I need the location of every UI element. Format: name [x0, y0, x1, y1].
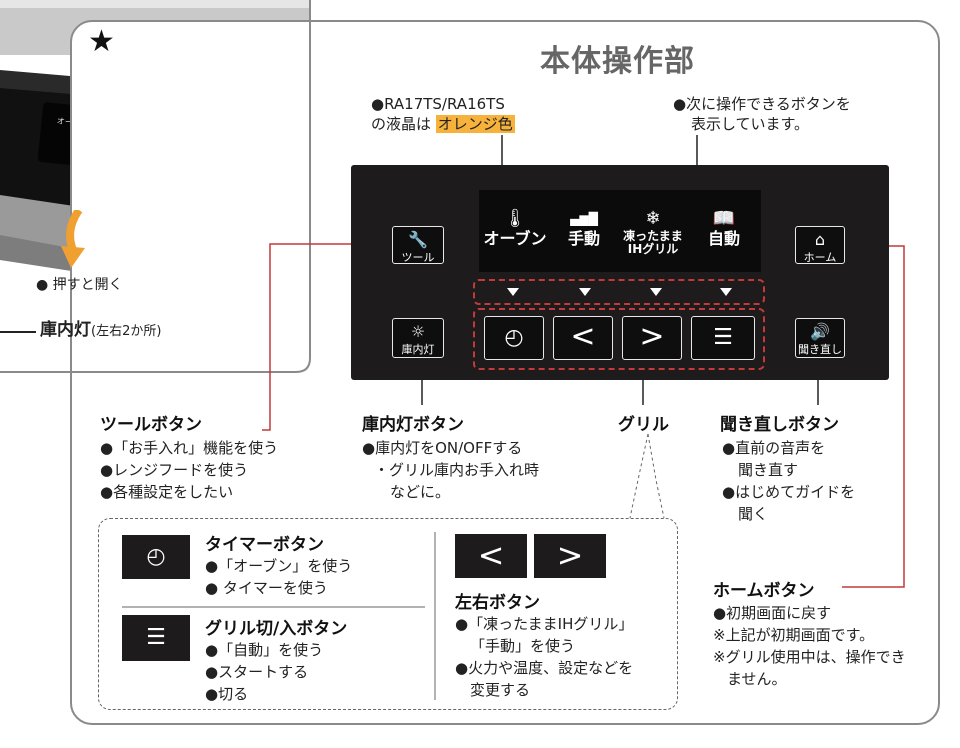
- next-buttons-note-line1: ●次に操作できるボタンを: [673, 95, 851, 113]
- timer-section-title: タイマーボタン: [205, 535, 324, 555]
- lcd-item-frozen-label: 凍ったまま IHグリル: [623, 229, 683, 256]
- timer-tile: ◴: [122, 535, 190, 579]
- home-button[interactable]: ⌂ ホーム: [795, 226, 845, 264]
- next-buttons-note-line2: 表示しています。: [691, 115, 810, 133]
- grill-onoff-item-1: ●「自動」を使う: [205, 641, 324, 659]
- speaker-icon: 🔊: [810, 322, 830, 341]
- grill-onoff-item-3: ●切る: [205, 685, 249, 703]
- tool-item-1: ●「お手入れ」機能を使う: [100, 439, 279, 457]
- indicator-highlight: [473, 279, 765, 305]
- tool-button[interactable]: 🔧 ツール: [392, 226, 444, 264]
- wrench-icon: 🔧: [408, 230, 428, 249]
- lcd-item-manual-label: 手動: [567, 229, 600, 248]
- lamp-item-3: などに。: [390, 483, 451, 501]
- home-button-label: ホーム: [803, 251, 837, 264]
- lamp-label-sub: (左右2か所): [91, 324, 162, 339]
- grill-onoff-item-2: ●スタートする: [205, 663, 309, 681]
- next-buttons-note: ●次に操作できるボタンを 表示しています。: [673, 94, 851, 134]
- grill-onoff-button[interactable]: ☰: [691, 316, 755, 360]
- repeat-item-3: ●はじめてガイドを: [722, 483, 856, 501]
- book-icon: 📖: [712, 208, 736, 229]
- tool-item-3: ●各種設定をしたい: [100, 483, 234, 501]
- lcd-display: [479, 190, 761, 272]
- push-open-label: ● 押すと開く: [36, 277, 123, 293]
- tool-section-title: ツールボタン: [100, 415, 202, 435]
- leftright-item-1: ●「凍ったままIHグリル」: [455, 615, 634, 633]
- repeat-item-4: 聞く: [738, 505, 769, 523]
- lcd-color-note-line1: ●RA17TS/RA16TS: [371, 95, 505, 113]
- home-item-1: ●初期画面に戻す: [713, 604, 832, 622]
- indicator-arrow-4: [720, 288, 732, 296]
- lamp-item-2: ・グリル庫内お手入れ時: [374, 461, 540, 479]
- leftright-item-2: 「手動」を使う: [470, 637, 576, 655]
- leftright-item-4: 変更する: [470, 681, 531, 699]
- indicator-arrow-1: [507, 288, 519, 296]
- repeat-button-label: 聞き直し: [798, 343, 842, 356]
- lcd-item-oven: 🌡 オーブン: [482, 208, 548, 248]
- grill-buttons-highlight: [473, 308, 765, 370]
- home-section-title: ホームボタン: [713, 581, 815, 601]
- lamp-label: 庫内灯(左右2か所): [40, 320, 161, 342]
- lcd-item-manual: ▄▆█ 手動: [558, 208, 610, 248]
- repeat-item-2: 聞き直す: [738, 461, 799, 479]
- open-arrow-icon: [61, 210, 85, 268]
- grill-onoff-section-title: グリル切/入ボタン: [205, 619, 348, 639]
- lamp-button[interactable]: ☼ 庫内灯: [392, 318, 444, 358]
- grill-detail-box: [98, 518, 678, 710]
- snowflake-icon: ❄: [645, 208, 661, 229]
- right-button[interactable]: >: [622, 316, 682, 360]
- lcd-item-auto: 📖 自動: [698, 208, 750, 248]
- lamp-leader-line: [0, 331, 36, 333]
- timer-item-2: ● タイマーを使う: [205, 579, 328, 597]
- lamp-button-label: 庫内灯: [401, 343, 435, 356]
- leftright-section-title: 左右ボタン: [455, 593, 540, 613]
- indicator-arrow-2: [579, 288, 591, 296]
- lcd-color-note-pre: の液晶は: [371, 115, 432, 133]
- lcd-item-auto-label: 自動: [707, 229, 740, 248]
- repeat-item-1: ●直前の音声を: [722, 439, 826, 457]
- left-button[interactable]: <: [553, 316, 613, 360]
- grill-onoff-tile: ☰: [122, 615, 190, 661]
- lcd-color-note: ●RA17TS/RA16TS の液晶は オレンジ色: [371, 94, 515, 134]
- tool-button-label: ツール: [401, 251, 435, 264]
- lamp-section-title: 庫内灯ボタン: [362, 415, 464, 435]
- tool-item-2: ●レンジフードを使う: [100, 461, 249, 479]
- home-item-4: ません。: [727, 670, 787, 688]
- home-item-2: ※上記が初期画面です。: [713, 626, 875, 644]
- lamp-label-text: 庫内灯: [40, 320, 91, 340]
- timer-item-1: ●「オーブン」を使う: [205, 557, 353, 575]
- home-icon: ⌂: [814, 230, 826, 249]
- left-tile: <: [455, 534, 527, 578]
- bulb-icon: ☼: [410, 322, 426, 341]
- lcd-item-frozen: ❄ 凍ったまま IHグリル: [616, 208, 690, 256]
- leftright-item-3: ●火力や温度、設定などを: [455, 659, 634, 677]
- photo-overlap: [0, 0, 311, 373]
- timer-button[interactable]: ◴: [484, 316, 544, 360]
- level-bars-icon: ▄▆█: [570, 212, 598, 226]
- lamp-item-1: ●庫内灯をON/OFFする: [362, 439, 523, 457]
- star-icon: ★: [88, 24, 115, 59]
- thermometer-icon: 🌡: [503, 208, 527, 229]
- lcd-item-oven-label: オーブン: [483, 229, 547, 248]
- lcd-color-highlight: オレンジ色: [435, 115, 515, 133]
- repeat-button[interactable]: 🔊 聞き直し: [795, 318, 845, 358]
- right-tile: >: [534, 534, 606, 578]
- grill-section-title: グリル: [618, 415, 669, 435]
- repeat-section-title: 聞き直しボタン: [720, 415, 839, 435]
- home-item-3: ※グリル使用中は、操作でき: [713, 648, 906, 666]
- page-title: 本体操作部: [540, 44, 695, 79]
- indicator-arrow-3: [650, 288, 662, 296]
